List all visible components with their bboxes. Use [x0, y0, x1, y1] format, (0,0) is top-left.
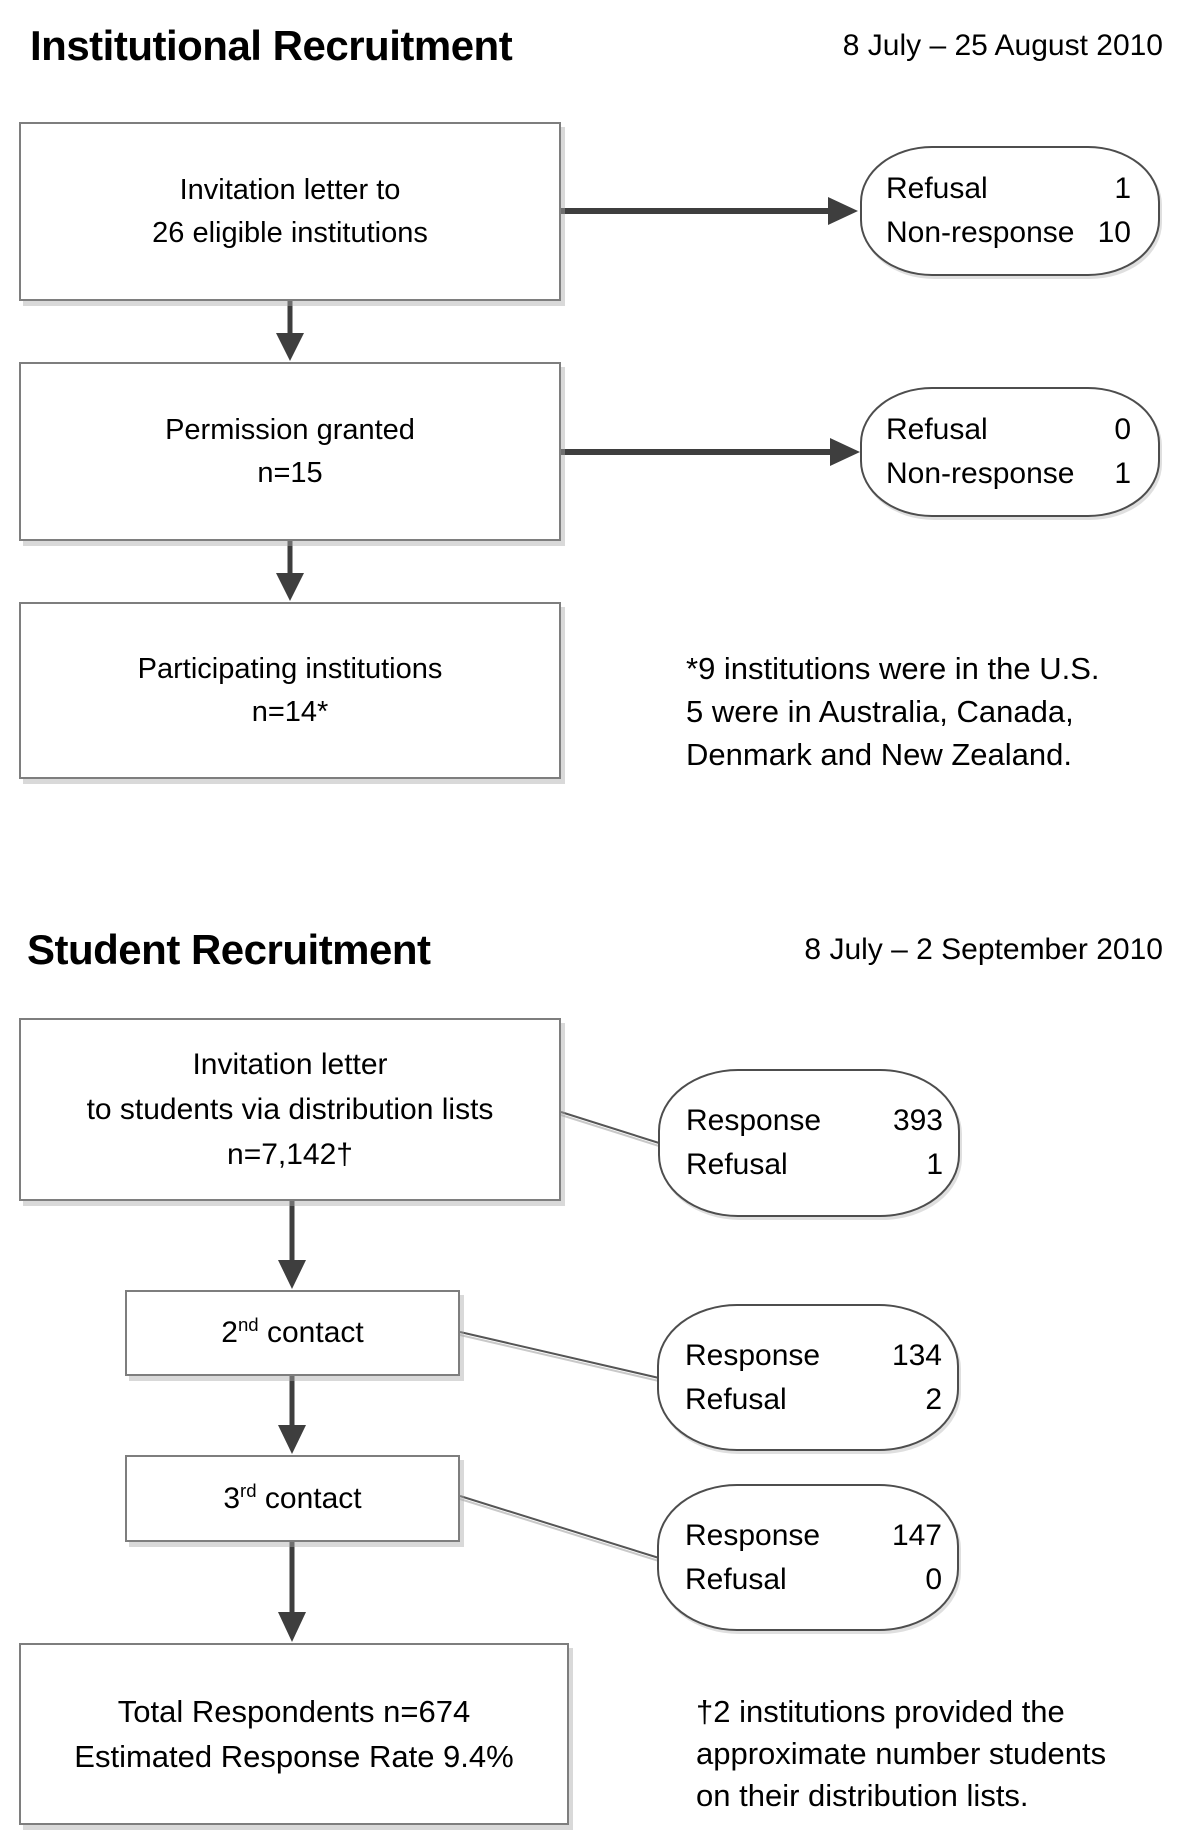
callout-label: Non-response	[886, 216, 1075, 249]
student-date-range: 8 July – 2 September 2010	[804, 933, 1163, 966]
box-text-line: Total Respondents n=674	[117, 1694, 471, 1729]
arrow-inst-box1-to-callout1	[561, 197, 858, 225]
footnote-line: on their distribution lists.	[696, 1778, 1029, 1813]
connector-contact3-to-callout3	[459, 1495, 660, 1562]
callout-row: Refusal 2	[685, 1378, 942, 1422]
box-text-line: Invitation letter to	[179, 173, 401, 206]
institutional-section-title: Institutional Recruitment	[30, 22, 513, 69]
callout-value: 2	[925, 1382, 942, 1416]
callout-row: Refusal 1	[886, 167, 1131, 211]
callout-value: 1	[1114, 172, 1131, 205]
institutional-date-range: 8 July – 25 August 2010	[842, 29, 1163, 62]
footnote-line: †2 institutions provided the	[696, 1694, 1065, 1729]
stud-callout-response-refusal-2: Response 134 Refusal 2	[657, 1304, 959, 1451]
student-section-title: Student Recruitment	[27, 926, 431, 973]
arrow-contact3-to-total	[278, 1542, 306, 1642]
callout-row: Refusal 0	[685, 1558, 942, 1602]
stud-callout-response-refusal-3: Response 147 Refusal 0	[657, 1484, 959, 1631]
callout-value: 1	[926, 1148, 943, 1181]
contact-ordinal-suffix: rd	[240, 1479, 257, 1501]
stud-box-total-respondents: Total Respondents n=674 Estimated Respon…	[19, 1643, 569, 1825]
callout-label: Refusal	[886, 413, 988, 446]
callout-row: Response 393	[686, 1099, 943, 1143]
callout-label: Refusal	[685, 1382, 787, 1416]
callout-value: 147	[891, 1518, 942, 1552]
callout-row: Refusal 0	[886, 408, 1131, 452]
callout-row: Response 147	[685, 1514, 942, 1558]
contact-number: 3	[223, 1481, 241, 1515]
callout-label: Refusal	[686, 1148, 788, 1181]
callout-value: 0	[925, 1562, 942, 1596]
callout-row: Non-response 1	[886, 452, 1131, 496]
footnote-line: approximate number students	[696, 1736, 1107, 1771]
arrow-inst-box1-to-box2	[276, 301, 304, 361]
footnote-line: *9 institutions were in the U.S.	[686, 651, 1100, 686]
stud-box-2nd-contact: 2nd contact	[125, 1290, 460, 1376]
stud-footnote: †2 institutions provided the approximate…	[696, 1691, 1106, 1817]
contact-word: contact	[258, 1316, 364, 1349]
connector-contact2-to-callout2	[459, 1331, 660, 1382]
box-text-line: n=14*	[251, 695, 329, 728]
footnote-line: 5 were in Australia, Canada,	[686, 694, 1074, 729]
stud-box-invitation: Invitation letter to students via distri…	[19, 1018, 561, 1201]
callout-label: Response	[686, 1104, 822, 1137]
stud-callout-response-refusal-1: Response 393 Refusal 1	[658, 1069, 960, 1217]
callout-value: 393	[892, 1104, 943, 1137]
stud-box-3rd-contact: 3rd contact	[125, 1455, 460, 1542]
box-text-line: to students via distribution lists	[86, 1093, 494, 1126]
callout-label: Refusal	[685, 1562, 787, 1596]
box-text-line: Participating institutions	[137, 652, 443, 685]
arrow-contact2-to-contact3	[278, 1376, 306, 1454]
callout-label: Response	[685, 1338, 821, 1372]
box-text-line: Estimated Response Rate 9.4%	[74, 1739, 514, 1774]
callout-value: 10	[1097, 216, 1131, 249]
contact-number: 2	[221, 1316, 238, 1349]
inst-callout-refusal-nonresponse-1: Refusal 1 Non-response 10	[860, 146, 1160, 276]
callout-row: Response 134	[685, 1334, 942, 1378]
arrow-stud-box1-to-contact2	[278, 1201, 306, 1289]
box-text-line: n=7,142†	[227, 1138, 353, 1171]
inst-callout-refusal-nonresponse-2: Refusal 0 Non-response 1	[860, 387, 1160, 517]
inst-box-permission: Permission granted n=15	[19, 362, 561, 541]
footnote-line: Denmark and New Zealand.	[686, 737, 1072, 772]
callout-value: 134	[891, 1338, 942, 1372]
inst-footnote: *9 institutions were in the U.S. 5 were …	[686, 647, 1100, 776]
box-text-line: Invitation letter	[192, 1048, 388, 1081]
box-text-line: 2nd contact	[221, 1315, 363, 1351]
callout-label: Refusal	[886, 172, 988, 205]
box-text-line: Permission granted	[165, 413, 415, 446]
box-text-line: n=15	[257, 456, 323, 489]
callout-value: 1	[1114, 457, 1131, 490]
arrow-inst-box2-to-callout2	[561, 438, 860, 466]
callout-value: 0	[1114, 413, 1131, 446]
contact-word: contact	[256, 1481, 362, 1515]
box-text-line: 26 eligible institutions	[152, 216, 428, 249]
connector-stud-box1-to-callout1	[560, 1111, 660, 1147]
inst-box-participating: Participating institutions n=14*	[19, 602, 561, 779]
callout-label: Non-response	[886, 457, 1075, 490]
inst-box-invitation: Invitation letter to 26 eligible institu…	[19, 122, 561, 301]
callout-label: Response	[685, 1518, 821, 1552]
callout-row: Refusal 1	[686, 1143, 943, 1187]
contact-ordinal-suffix: nd	[237, 1314, 259, 1335]
box-text-line: 3rd contact	[223, 1481, 361, 1517]
arrow-inst-box2-to-box3	[276, 541, 304, 601]
callout-row: Non-response 10	[886, 211, 1131, 255]
